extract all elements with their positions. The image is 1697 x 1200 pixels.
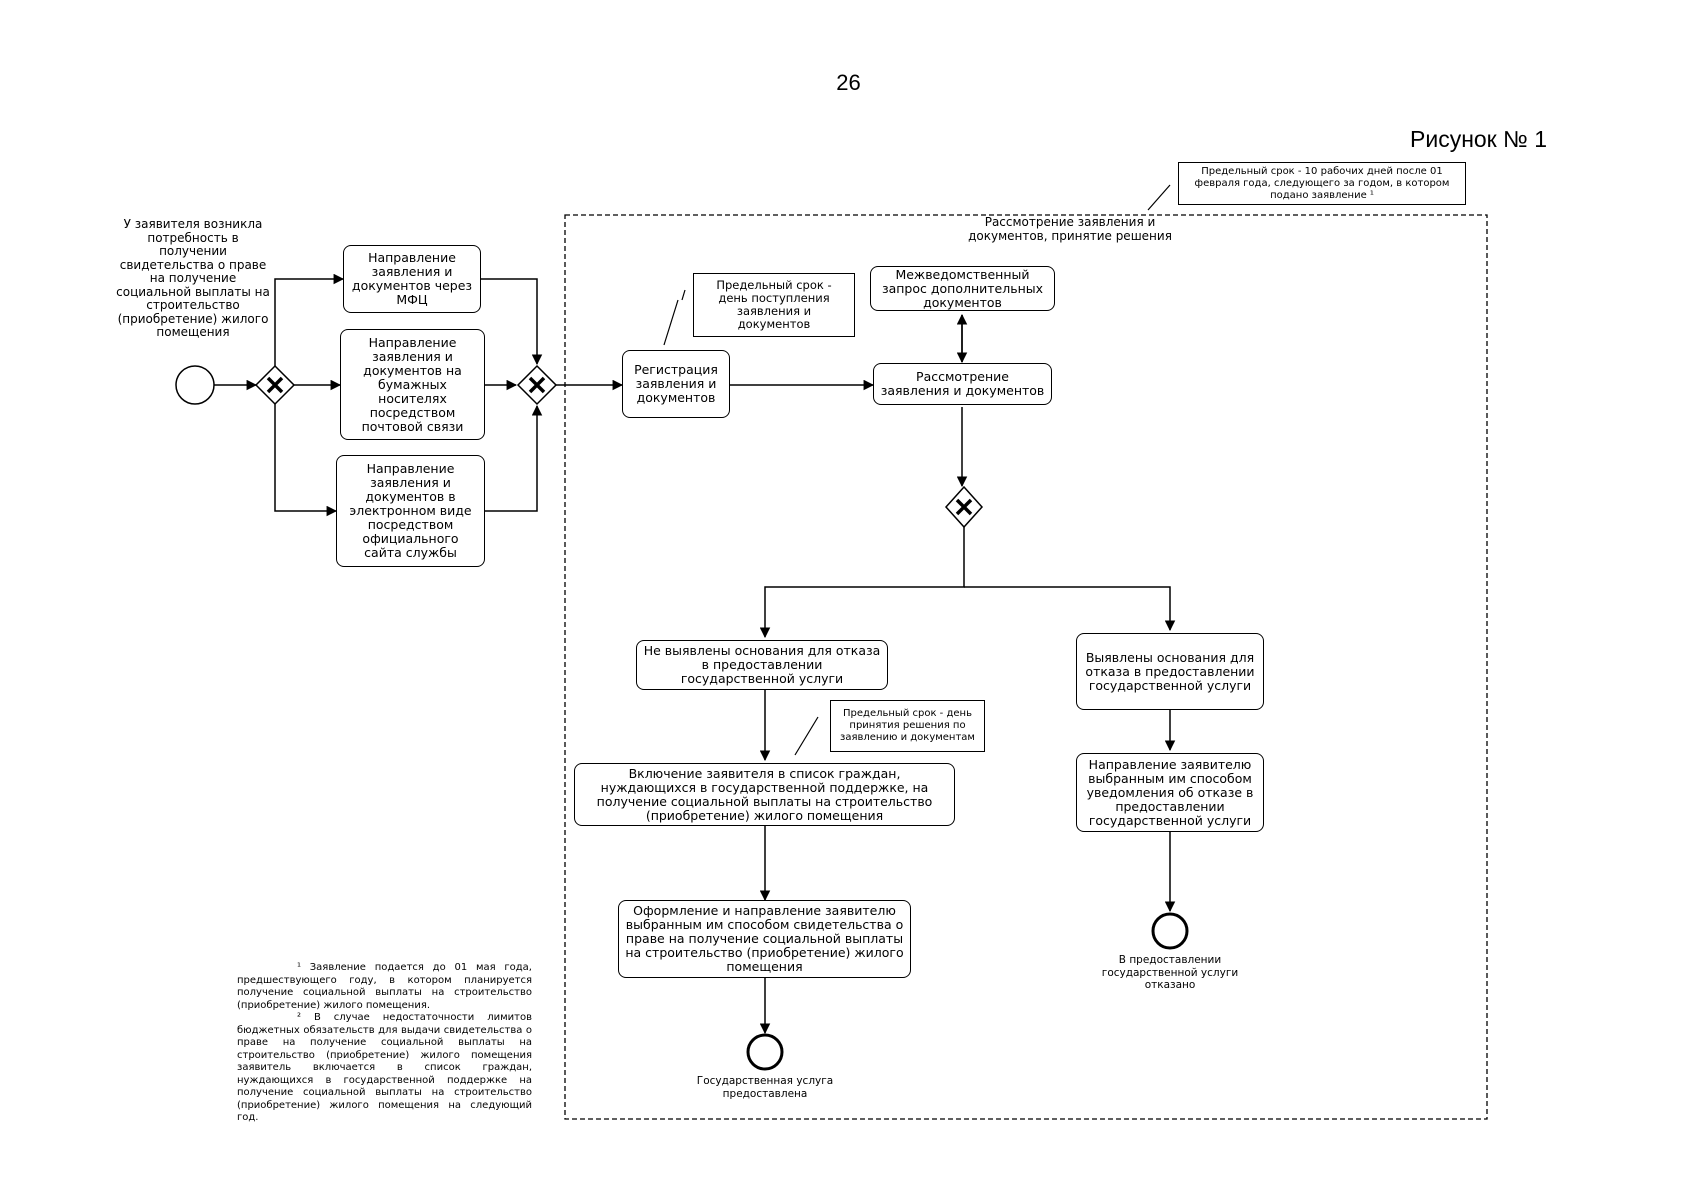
split-gateway-icon xyxy=(254,364,296,406)
merge-gateway-icon xyxy=(516,364,558,406)
footnotes: ¹ Заявление подается до 01 мая года, пре… xyxy=(237,962,532,1125)
start-event-label: У заявителя возникла потребность в получ… xyxy=(116,217,270,339)
task-grounds-found: Выявлены основания для отказа в предоста… xyxy=(1076,633,1264,710)
task-no-grounds: Не выявлены основания для отказа в предо… xyxy=(636,640,888,690)
task-review: Рассмотрение заявления и документов xyxy=(873,363,1052,405)
task-issue-certificate: Оформление и направление заявителю выбра… xyxy=(618,900,911,978)
footnote-2: ² В случае недостаточности лимитов бюдже… xyxy=(237,1012,532,1123)
end-provided-label: Государственная услуга предоставлена xyxy=(696,1075,834,1100)
inclusion-deadline-note: Предельный срок - день принятия решения … xyxy=(830,700,985,752)
task-submit-online: Направление заявления и документов в эле… xyxy=(336,455,485,567)
registration-deadline-note: Предельный срок - день поступления заявл… xyxy=(693,273,855,337)
task-submit-mfc: Направление заявления и документов через… xyxy=(343,245,481,313)
footnote-1: ¹ Заявление подается до 01 мая года, пре… xyxy=(237,962,532,1011)
task-inclusion: Включение заявителя в список граждан, ну… xyxy=(574,763,955,826)
task-registration: Регистрация заявления и документов xyxy=(622,350,730,418)
figure-title: Рисунок № 1 xyxy=(1410,126,1547,152)
review-area-label: Рассмотрение заявления и документов, при… xyxy=(968,215,1172,243)
review-deadline-note: Предельный срок - 10 рабочих дней после … xyxy=(1178,162,1466,205)
end-refused-label: В предоставлении государственной услуги … xyxy=(1101,954,1239,991)
review-area-frame xyxy=(564,214,1488,1120)
end-refused-event-icon xyxy=(1151,912,1189,950)
task-refusal-notice: Направление заявителю выбранным им спосо… xyxy=(1076,753,1264,832)
task-interagency-request: Межведомственный запрос дополнительных д… xyxy=(870,266,1055,311)
decision-gateway-icon xyxy=(944,485,984,529)
start-event-icon xyxy=(175,365,215,405)
task-submit-mail: Направление заявления и документов на бу… xyxy=(340,329,485,440)
page-number: 26 xyxy=(836,70,861,95)
end-provided-event-icon xyxy=(746,1033,784,1071)
